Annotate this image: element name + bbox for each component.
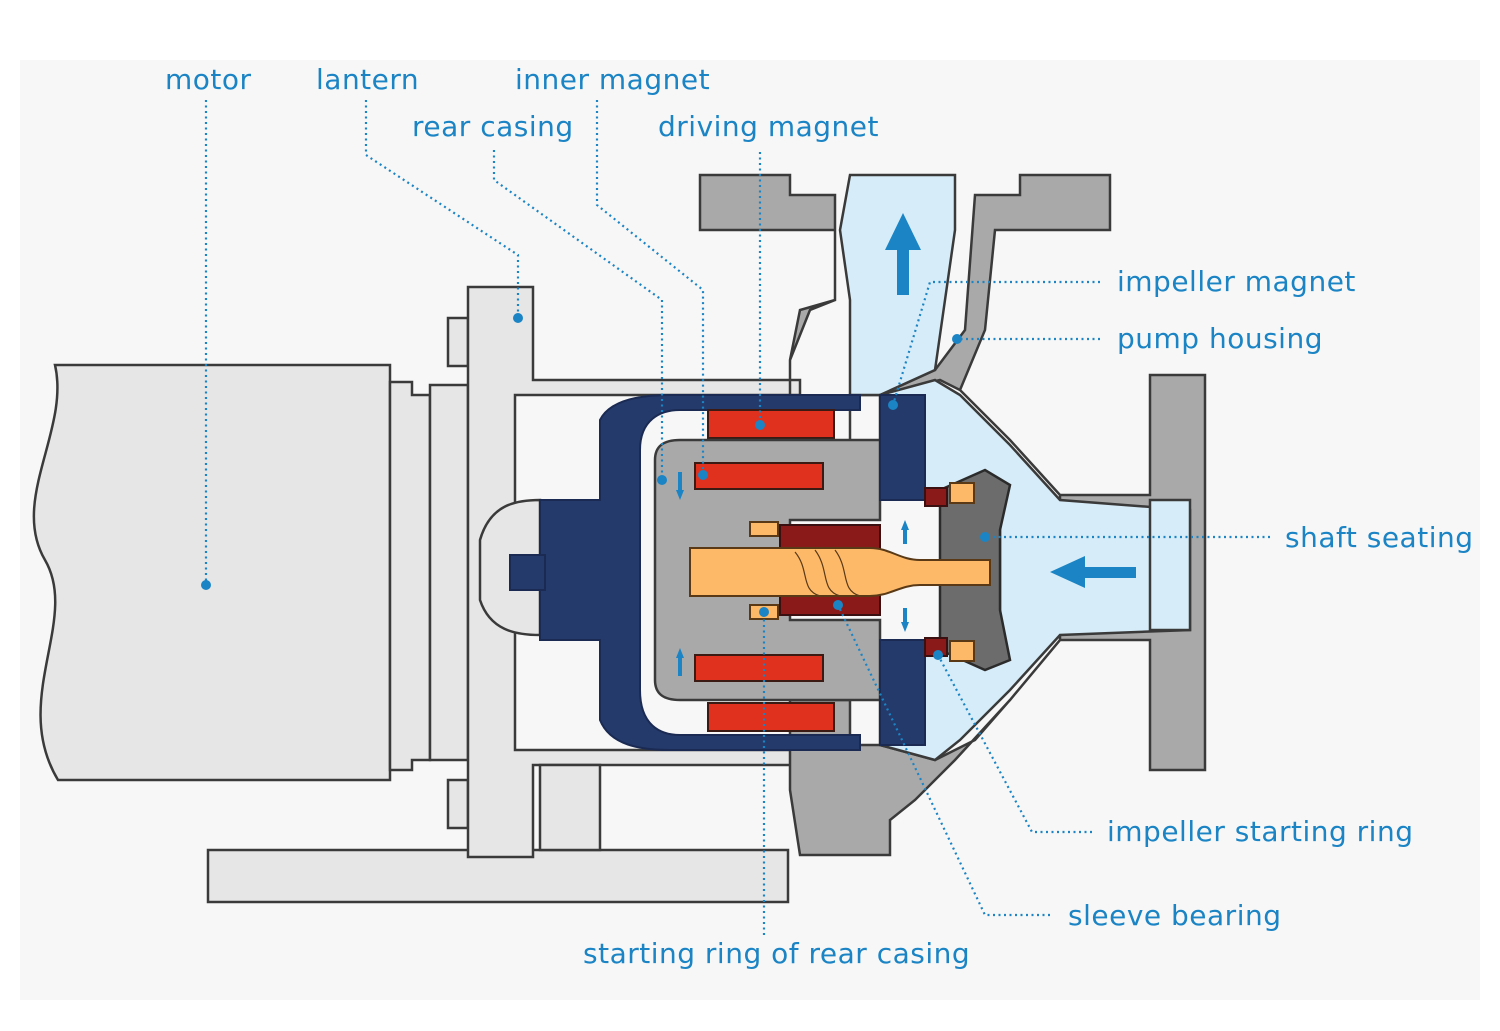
- impeller-starting-ring-top: [949, 482, 975, 504]
- suction-inlet: [1148, 498, 1192, 632]
- label-inner-magnet: inner magnet: [515, 63, 711, 96]
- flow-left-arrow: [1050, 556, 1136, 588]
- label-pump-housing: pump housing: [1117, 322, 1323, 355]
- impeller-ring-top: [924, 487, 948, 507]
- label-rear-casing: rear casing: [412, 110, 574, 143]
- flow-up-arrow: [885, 213, 921, 295]
- lantern-bolt-bottom: [446, 778, 470, 830]
- motor-body: [32, 363, 392, 782]
- inner-magnet-top: [694, 462, 824, 490]
- shaft-groove: [794, 549, 861, 597]
- label-driving-magnet: driving magnet: [658, 110, 879, 143]
- rear-casing: [539, 394, 861, 751]
- impeller-magnet-top: [879, 394, 926, 501]
- inner-magnet-bottom: [694, 654, 824, 682]
- motor-end-ring: [428, 383, 470, 762]
- lantern: [466, 285, 802, 859]
- shaft: [689, 547, 991, 597]
- driving-magnet-bottom: [707, 702, 835, 732]
- impeller-magnet-bottom: [879, 639, 926, 746]
- lantern-bolt-top: [446, 316, 470, 368]
- base-plate: [206, 848, 790, 904]
- label-impeller-magnet: impeller magnet: [1117, 265, 1356, 298]
- coupling: [509, 554, 546, 591]
- label-impeller-starting-ring: impeller starting ring: [1107, 815, 1414, 848]
- leader-lines: [201, 100, 1270, 935]
- label-motor: motor: [165, 63, 252, 96]
- label-starting-ring-rear-casing: starting ring of rear casing: [583, 937, 971, 970]
- label-lantern: lantern: [316, 63, 420, 96]
- starting-ring-rear-top: [749, 521, 779, 537]
- driving-magnet-top: [707, 409, 835, 439]
- label-shaft-seating: shaft seating: [1285, 521, 1474, 554]
- circulation-arrows: [676, 472, 909, 676]
- label-sleeve-bearing: sleeve bearing: [1068, 899, 1282, 932]
- lantern-foot: [538, 763, 602, 852]
- impeller-starting-ring-bottom: [949, 640, 975, 662]
- motor-flange: [388, 380, 432, 772]
